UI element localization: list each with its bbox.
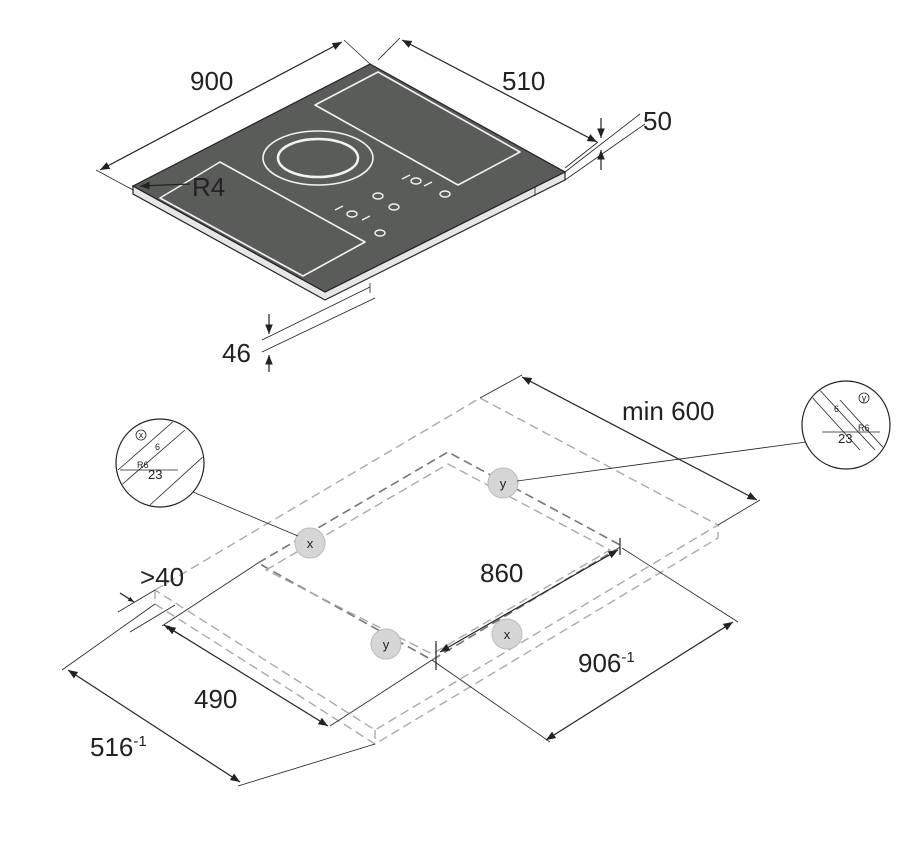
marker-y-top: y bbox=[487, 467, 519, 499]
zone-bridge-top bbox=[314, 71, 521, 186]
detail-x-radius: R6 bbox=[137, 460, 149, 470]
dim-600-ext-left bbox=[479, 374, 523, 399]
dim-516-line bbox=[67, 669, 241, 783]
dim-490-ext-bottom bbox=[329, 659, 433, 727]
dim-900-ext-left bbox=[95, 169, 134, 191]
depth-label: 510 bbox=[502, 66, 545, 96]
dim-50-ext-top bbox=[564, 113, 641, 173]
dim-50-ext-bottom bbox=[564, 123, 646, 181]
thickness-label: 50 bbox=[643, 106, 672, 136]
dim-46-ext-bottom bbox=[261, 297, 376, 353]
marker-x-right: x bbox=[491, 618, 523, 650]
cutout-outline bbox=[256, 451, 624, 661]
min-600-label: min 600 bbox=[622, 396, 715, 426]
dim-906-ext-left bbox=[431, 659, 551, 743]
marker-y-bottom-label: y bbox=[383, 637, 390, 652]
dim-900-ext-right bbox=[343, 39, 371, 65]
detail-x-width: 23 bbox=[148, 467, 162, 482]
detail-x-depth: 6 bbox=[155, 442, 160, 452]
detail-x-leader bbox=[192, 491, 299, 537]
outer-depth-label: 516-1 bbox=[90, 732, 147, 762]
detail-y-width: 23 bbox=[838, 431, 852, 446]
inner-depth-label: 490 bbox=[194, 684, 237, 714]
dim-490-line bbox=[165, 625, 329, 727]
marker-x-left: x bbox=[294, 527, 326, 559]
zone-bridge-bottom bbox=[159, 161, 366, 277]
dim-40-ext-1 bbox=[117, 589, 156, 613]
marker-x-left-label: x bbox=[307, 536, 314, 551]
underside-label: 46 bbox=[222, 338, 251, 368]
hob-drawing: R4 900 510 50 46 bbox=[95, 37, 672, 372]
outer-width-tolerance: -1 bbox=[621, 649, 634, 666]
cutout-inner-outline bbox=[264, 463, 612, 655]
dim-600-line bbox=[521, 376, 758, 501]
dim-40-ext-2 bbox=[129, 604, 176, 633]
outer-width-value: 906 bbox=[578, 648, 621, 678]
dim-510-ext-right bbox=[564, 141, 599, 169]
outer-depth-value: 516 bbox=[90, 732, 133, 762]
worktop-edge bbox=[154, 525, 719, 745]
dim-860-line bbox=[439, 549, 619, 653]
marker-x-right-label: x bbox=[504, 627, 511, 642]
outer-width-label: 906-1 bbox=[578, 648, 635, 678]
dim-510-ext-left bbox=[377, 37, 401, 61]
radius-label: R4 bbox=[192, 172, 225, 202]
outer-depth-tolerance: -1 bbox=[133, 733, 146, 750]
front-gap-label: >40 bbox=[140, 562, 184, 592]
detail-y: y R6 6 23 bbox=[801, 380, 891, 470]
dim-900-line bbox=[99, 41, 343, 171]
detail-y-radius: R6 bbox=[858, 423, 870, 433]
detail-y-depth: 6 bbox=[834, 404, 839, 414]
inner-width-label: 860 bbox=[480, 558, 523, 588]
marker-y-top-label: y bbox=[500, 476, 507, 491]
control-symbols bbox=[334, 174, 451, 237]
detail-x-tag: x bbox=[139, 430, 144, 440]
dim-510-line bbox=[401, 39, 598, 143]
dim-516-ext-top bbox=[61, 603, 156, 671]
worktop-outline bbox=[153, 397, 720, 731]
detail-x: x R6 6 23 bbox=[115, 418, 205, 508]
dim-490-ext-top bbox=[161, 562, 259, 627]
dim-46-ext-top bbox=[261, 286, 371, 341]
detail-y-tag: y bbox=[862, 393, 867, 403]
cutout-drawing: x y y x min 600 >40 860 bbox=[61, 374, 807, 787]
dim-600-ext-right bbox=[717, 499, 761, 526]
dim-40-arrow-1 bbox=[119, 592, 135, 603]
detail-y-leader bbox=[516, 441, 807, 482]
width-label: 900 bbox=[190, 66, 233, 96]
radius-leader bbox=[139, 181, 191, 190]
dim-906-ext-right bbox=[621, 547, 739, 623]
dim-906-line bbox=[545, 621, 734, 741]
marker-y-bottom: y bbox=[370, 628, 402, 660]
dim-516-ext-bottom bbox=[237, 743, 376, 787]
